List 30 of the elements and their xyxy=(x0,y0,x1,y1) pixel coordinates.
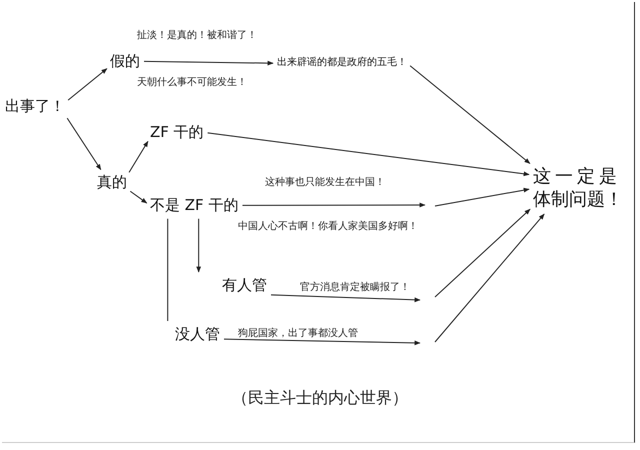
arrow xyxy=(434,208,531,298)
edge-label: 这种事也只能发生在中国！ xyxy=(265,177,385,189)
node-text: 没人管 xyxy=(175,325,220,344)
arrow xyxy=(196,218,202,273)
arrow xyxy=(434,214,545,342)
node-text: 有人管 xyxy=(222,276,267,295)
arrow xyxy=(130,190,148,204)
arrow xyxy=(144,60,274,66)
arrow xyxy=(66,118,102,170)
node-text: 这一定是体制问题！ xyxy=(533,166,625,211)
caption: （民主斗士的内心世界） xyxy=(231,388,409,409)
node-text: 出事了！ xyxy=(5,97,65,116)
node-text: 假的 xyxy=(110,52,140,71)
arrow xyxy=(242,202,426,208)
remark-text: 扯淡！是真的！被和谐了！ xyxy=(137,30,257,42)
arrow xyxy=(434,188,530,206)
arrow xyxy=(270,294,421,302)
arrow xyxy=(128,140,148,173)
arrow xyxy=(207,132,530,176)
arrow xyxy=(68,68,108,101)
node-text: 不是 ZF 干的 xyxy=(150,196,238,215)
arrow xyxy=(224,338,421,346)
node-text: 出来辟谣的都是政府的五毛！ xyxy=(277,57,407,70)
edge-label: 狗屁国家，出了事都没人管 xyxy=(238,328,358,340)
node-text: 真的 xyxy=(97,173,127,192)
edge-label: 官方消息肯定被瞒报了！ xyxy=(300,282,410,294)
node-text: ZF 干的 xyxy=(150,123,204,142)
remark-text: 天朝什么事不可能发生！ xyxy=(137,77,247,89)
arrow xyxy=(410,65,530,164)
edge-label: 中国人心不古啊！你看人家美国多好啊！ xyxy=(238,221,418,233)
